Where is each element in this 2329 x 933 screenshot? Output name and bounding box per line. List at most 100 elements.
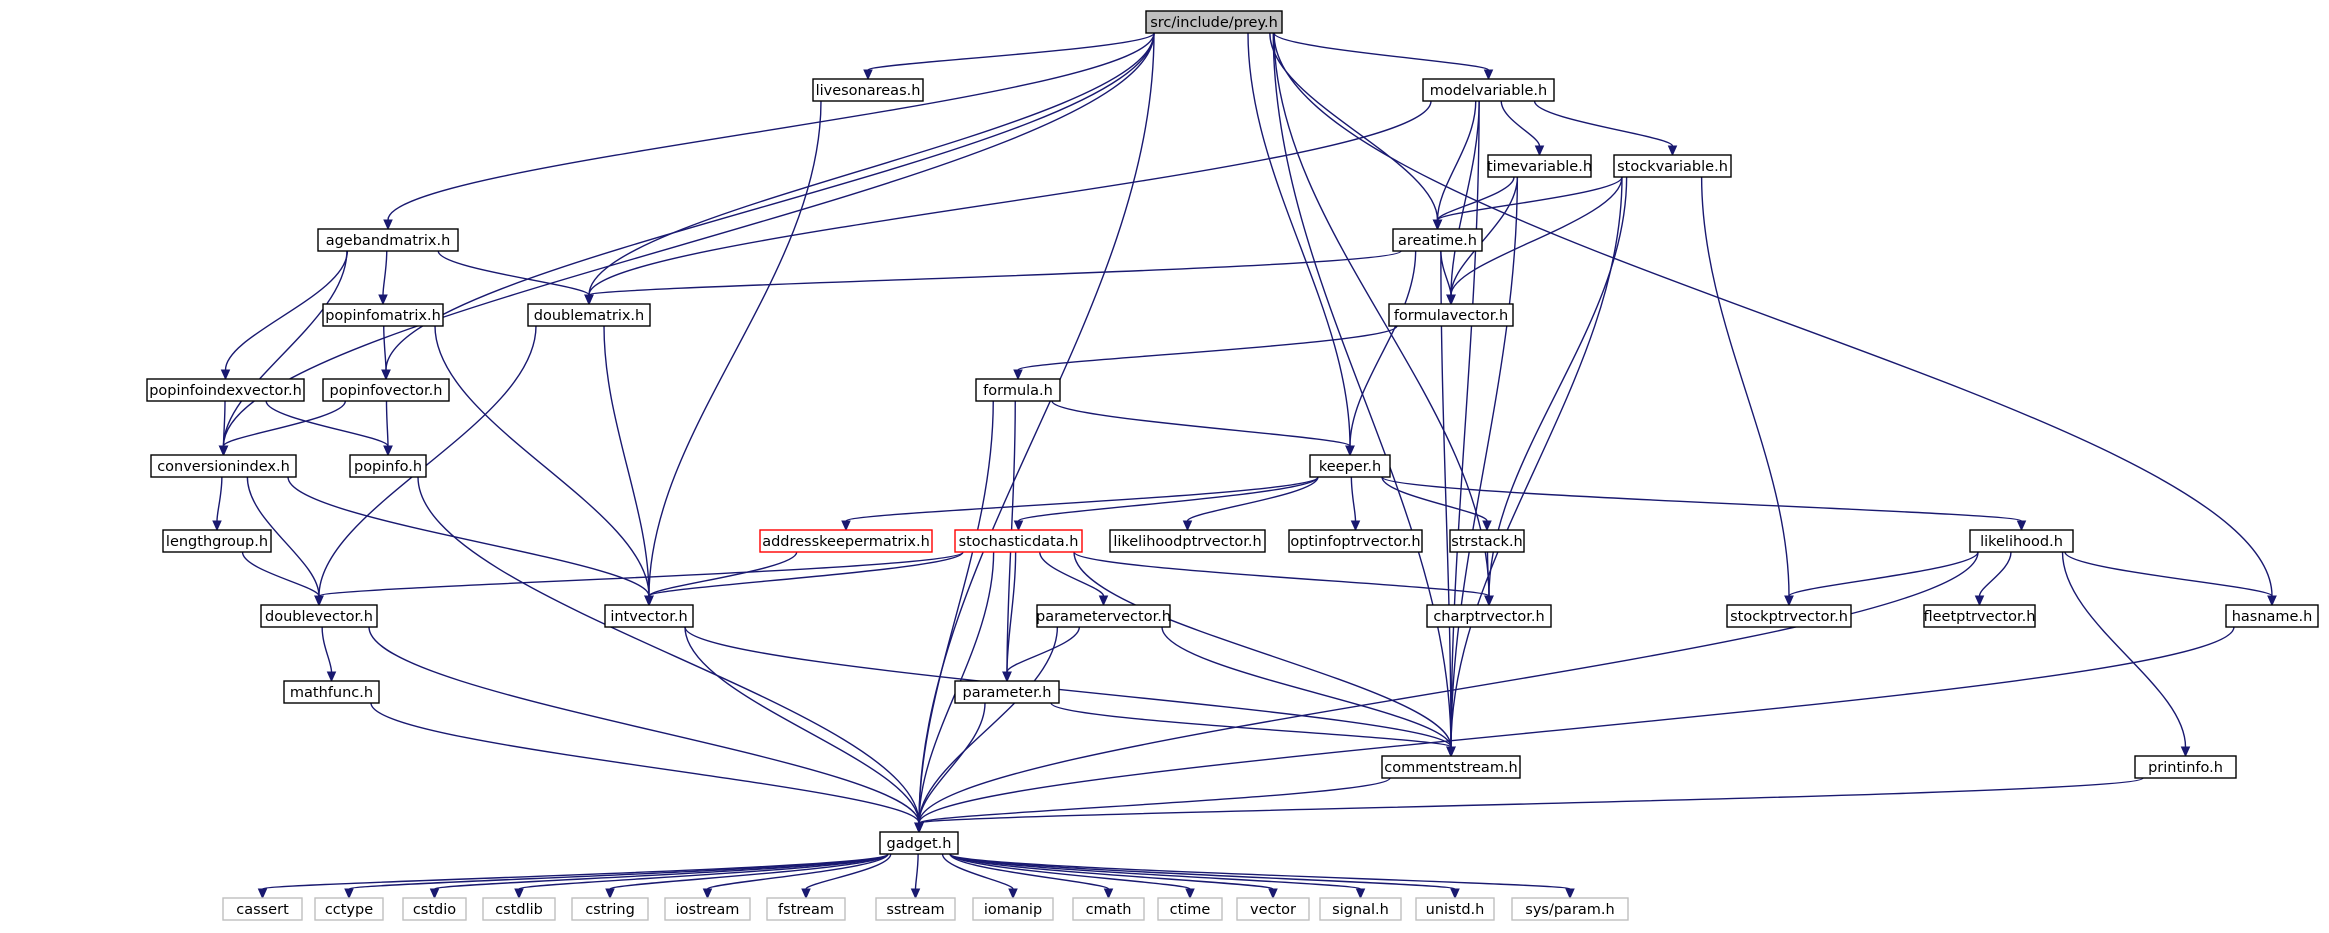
node-popinfo[interactable]: popinfo.h — [349, 454, 427, 478]
node-label: agebandmatrix.h — [326, 233, 451, 249]
node-popinfovector[interactable]: popinfovector.h — [322, 378, 450, 402]
node-doublevector[interactable]: doublevector.h — [260, 604, 378, 628]
node-label: intvector.h — [610, 609, 687, 625]
node-box — [1426, 604, 1552, 628]
node-stockptrvector[interactable]: stockptrvector.h — [1726, 604, 1852, 628]
node-fleetptrvector[interactable]: fleetptrvector.h — [1923, 604, 2036, 628]
arrowhead-icon — [1446, 746, 1456, 758]
edge-line — [1073, 551, 1490, 597]
node-areatime[interactable]: areatime.h — [1392, 228, 1483, 252]
arrowhead-icon — [1268, 888, 1278, 900]
node-mathfunc[interactable]: mathfunc.h — [283, 680, 380, 704]
edge-line — [949, 853, 1362, 890]
arrowhead-icon — [801, 888, 811, 900]
edge-formula-to-gadget — [914, 400, 994, 834]
edge-timevariable-to-commentstream — [1446, 176, 1519, 758]
arrowhead-icon — [429, 888, 440, 900]
node-label: parametervector.h — [1036, 609, 1171, 625]
node-likelihoodptrvector[interactable]: likelihoodptrvector.h — [1109, 529, 1266, 553]
edge-line — [949, 853, 1571, 890]
edge-prey-to-areatime — [1269, 32, 1443, 231]
node-label: addresskeepermatrix.h — [762, 534, 930, 550]
node-keeper[interactable]: keeper.h — [1309, 454, 1391, 478]
edge-keeper-to-likelihoodptrvector — [1182, 476, 1319, 532]
edge-line — [437, 250, 590, 296]
edge-line — [648, 100, 822, 597]
edge-line — [1006, 626, 1081, 673]
arrowhead-icon — [863, 69, 873, 81]
node-label: iostream — [676, 902, 740, 918]
edge-line — [588, 100, 1432, 296]
edge-line — [1051, 400, 1351, 447]
node-optinfoptrvector[interactable]: optinfoptrvector.h — [1288, 529, 1423, 553]
node-agebandmatrix[interactable]: agebandmatrix.h — [317, 228, 459, 252]
node-box — [2134, 755, 2237, 779]
node-parametervector[interactable]: parametervector.h — [1036, 604, 1171, 628]
edge-modelvariable-to-stockvariable — [1533, 100, 1678, 157]
node-cctype: cctype — [314, 897, 384, 921]
edge-line — [1436, 176, 1515, 221]
arrowhead-icon — [2016, 520, 2027, 532]
edge-parametervector-to-parameter — [1002, 626, 1081, 683]
node-timevariable[interactable]: timevariable.h — [1487, 154, 1592, 178]
node-label: popinfo.h — [354, 459, 422, 475]
node-intvector[interactable]: intvector.h — [604, 604, 694, 628]
node-formula[interactable]: formula.h — [975, 378, 1061, 402]
edge-line — [368, 626, 920, 824]
node-popinfoindexvector[interactable]: popinfoindexvector.h — [146, 378, 305, 402]
edge-line — [1450, 100, 1480, 748]
edge-formulavector-to-formula — [1013, 325, 1398, 381]
node-box — [879, 831, 959, 855]
node-doublematrix[interactable]: doublematrix.h — [527, 303, 651, 327]
edge-line — [385, 32, 1155, 371]
node-box — [759, 529, 933, 553]
edge-addresskeepermatrix-to-intvector — [644, 551, 798, 607]
edge-line — [348, 853, 889, 890]
node-box — [322, 303, 444, 327]
node-addresskeepermatrix[interactable]: addresskeepermatrix.h — [759, 529, 933, 553]
node-box — [975, 378, 1061, 402]
arrowhead-icon — [1185, 888, 1195, 900]
node-popinfomatrix[interactable]: popinfomatrix.h — [322, 303, 444, 327]
node-strstack[interactable]: strstack.h — [1449, 529, 1525, 553]
arrowhead-icon — [1345, 445, 1355, 457]
edge-line — [224, 250, 349, 371]
node-box — [1072, 897, 1145, 921]
node-livesonareas[interactable]: livesonareas.h — [812, 78, 924, 102]
node-formulavector[interactable]: formulavector.h — [1388, 303, 1514, 327]
node-prey[interactable]: src/include/prey.h — [1145, 10, 1283, 34]
node-commentstream[interactable]: commentstream.h — [1381, 755, 1521, 779]
edge-likelihood-to-stockptrvector — [1784, 551, 1979, 607]
arrowhead-icon — [1974, 595, 1985, 607]
node-label: timevariable.h — [1487, 159, 1592, 175]
node-stochasticdata[interactable]: stochasticdata.h — [954, 529, 1083, 553]
node-gadget[interactable]: gadget.h — [879, 831, 959, 855]
edge-likelihood-to-printinfo — [2061, 551, 2191, 758]
edge-gadget-to-ctime — [949, 853, 1195, 900]
node-box — [317, 228, 459, 252]
node-cassert: cassert — [222, 897, 303, 921]
edge-commentstream-to-gadget — [914, 777, 1391, 834]
node-printinfo[interactable]: printinfo.h — [2134, 755, 2237, 779]
node-hasname[interactable]: hasname.h — [2225, 604, 2319, 628]
node-box — [150, 454, 297, 478]
edge-line — [609, 853, 889, 890]
node-likelihood[interactable]: likelihood.h — [1969, 529, 2074, 553]
arrowhead-icon — [1784, 595, 1794, 607]
edge-stochasticdata-to-parametervector — [1039, 551, 1109, 607]
node-modelvariable[interactable]: modelvariable.h — [1422, 78, 1555, 102]
edge-line — [845, 476, 1319, 522]
arrowhead-icon — [910, 888, 921, 900]
node-cmath: cmath — [1072, 897, 1145, 921]
node-parameter[interactable]: parameter.h — [954, 680, 1060, 704]
arrowhead-icon — [1103, 888, 1114, 900]
arrowhead-icon — [1350, 520, 1361, 532]
node-charptrvector[interactable]: charptrvector.h — [1426, 604, 1552, 628]
node-lengthgroup[interactable]: lengthgroup.h — [162, 529, 272, 553]
arrowhead-icon — [378, 294, 388, 306]
arrowhead-icon — [644, 595, 654, 607]
node-conversionindex[interactable]: conversionindex.h — [150, 454, 297, 478]
edge-gadget-to-sysparam — [949, 853, 1575, 900]
node-cstring: cstring — [571, 897, 649, 921]
node-stockvariable[interactable]: stockvariable.h — [1613, 154, 1732, 178]
